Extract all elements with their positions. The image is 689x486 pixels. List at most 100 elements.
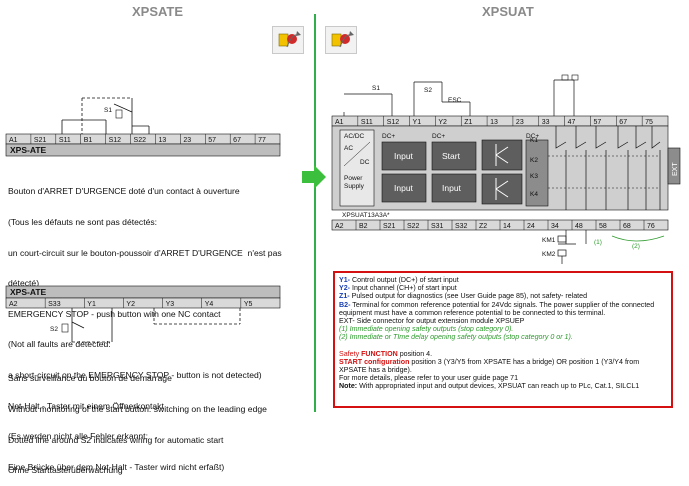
block-label: Input [442, 183, 462, 193]
terminal-label: 57 [593, 119, 601, 126]
terminal-label: A2 [335, 223, 344, 230]
info-text: Terminal for common reference potential … [350, 300, 655, 309]
info-key: FUNCTION [361, 349, 398, 358]
desc-line: Not-Halt - Taster mit einem Öffnerkontak… [8, 400, 164, 411]
emergency-stop-icon [278, 31, 301, 48]
info-key: Y2- [339, 284, 351, 293]
terminal-label: S22 [407, 223, 420, 230]
terminal-label: Y2 [438, 119, 447, 126]
terminal-label: 13 [158, 137, 166, 144]
info-text: Pulsed output for diagnostics (see User … [349, 292, 588, 301]
info-key: B2- [339, 300, 351, 309]
terminal-label: 58 [599, 223, 607, 230]
help-icon[interactable] [272, 26, 304, 54]
terminal-label: S22 [134, 137, 147, 144]
terminal-label: 76 [647, 223, 655, 230]
terminal-label: A1 [335, 119, 344, 126]
terminal-label: 77 [258, 137, 266, 144]
info-key: Note: [339, 382, 358, 391]
info-text: position 3 (Y3/Y5 from XPSATE has a brid… [409, 357, 640, 366]
terminal-label: S12 [387, 119, 400, 126]
desc-line: EMERGENCY STOP - push button with one NC… [8, 308, 221, 319]
info-text: Input channel (CH+) of start input [350, 284, 457, 293]
terminal-label: B1 [84, 137, 93, 144]
desc-line: (Tous les défauts ne sont pas détectés: [8, 217, 158, 228]
group-label: (1) [594, 239, 602, 246]
terminal-label: Y5 [244, 301, 253, 308]
power-label: DC [360, 159, 370, 166]
block-label: Input [394, 183, 414, 193]
terminal-label: 23 [516, 119, 524, 126]
module-label: XPS-ATE [10, 145, 47, 155]
arrow-right-icon [302, 165, 326, 189]
ext-label: EXT [672, 162, 679, 176]
terminal-label: 57 [208, 137, 216, 144]
terminal-label: 34 [551, 223, 559, 230]
terminal-label: Z1 [464, 119, 472, 126]
terminal-label: S11 [59, 137, 71, 144]
terminal-label: S12 [109, 137, 122, 144]
terminal-label: A2 [9, 301, 18, 308]
desc-line: Dotted line around S2 indicates wiring f… [8, 434, 224, 445]
terminal-label: 23 [183, 137, 191, 144]
info-text: Safety [339, 349, 362, 358]
emergency-stop-icon [331, 31, 354, 48]
terminal-label: 47 [568, 119, 576, 126]
terminal-label: S21 [34, 137, 47, 144]
terminal-label: Y3 [166, 301, 175, 308]
wire-label: KM1 [542, 237, 556, 244]
terminal-label: Y4 [205, 301, 214, 308]
xps-ate-diagram-top: S1 A1 S21 S11 B1 S12 S22 13 23 57 67 77 XPS-ATE [5, 97, 281, 157]
switch-label: S1 [104, 107, 112, 114]
relay-label: K1 [530, 137, 538, 144]
desc-line: Sans surveillance du bouton de démarrage [8, 373, 172, 384]
info-text: With appropriated input and output devic… [357, 382, 640, 391]
section-divider [314, 14, 316, 412]
terminal-label: 67 [233, 137, 241, 144]
info-text: For more details, please refer to your u… [339, 374, 519, 383]
terminal-label: Y1 [413, 119, 422, 126]
module-label: XPS-ATE [10, 287, 47, 297]
power-label: AC [344, 145, 353, 152]
terminal-label: S32 [455, 223, 468, 230]
info-text: EXT- Side connector for output extension… [339, 317, 525, 326]
relay-label: K4 [530, 191, 538, 198]
terminal-label: B2 [359, 223, 368, 230]
terminal-label: 68 [623, 223, 631, 230]
info-text: position 4. [397, 349, 433, 358]
terminal-label: Z2 [479, 223, 487, 230]
info-group-note: (2) Immediate or TIme delay opening safe… [339, 333, 573, 342]
terminal-label: 75 [645, 119, 653, 126]
terminal-label: 33 [542, 119, 550, 126]
right-title: XPSUAT [482, 4, 534, 19]
terminal-label: A1 [9, 137, 18, 144]
block-label: Input [394, 151, 414, 161]
wire-label: S2 [424, 87, 432, 94]
terminal-label: 14 [503, 223, 511, 230]
switch-label: S2 [50, 326, 58, 333]
help-icon[interactable] [325, 26, 357, 54]
group-label: (2) [632, 243, 640, 250]
terminal-label: S33 [48, 301, 61, 308]
info-box: Y1- Control output (DC+) of start input … [333, 271, 673, 408]
desc-line: un court-circuit sur le bouton-poussoir … [8, 247, 282, 258]
info-text: Control output (DC+) of start input [350, 276, 459, 284]
left-title: XPSATE [132, 4, 184, 19]
wire-label: ESC [448, 97, 462, 104]
info-text: XPSATE has a bridge). [339, 366, 412, 375]
terminal-label: 67 [619, 119, 627, 126]
dc-label: DC+ [382, 133, 395, 140]
info-group-note: (1) Immediate opening safety outputs (st… [339, 325, 514, 334]
terminal-label: 48 [575, 223, 583, 230]
info-key: START configuration [339, 357, 410, 366]
terminal-row: A1 S21 S11 B1 S12 S22 13 23 57 67 77 [9, 134, 266, 144]
dc-label: DC+ [526, 133, 539, 140]
info-key: Z1- [339, 292, 350, 301]
terminal-label: Y2 [126, 301, 135, 308]
terminal-label: 13 [490, 119, 498, 126]
wire-label: S1 [372, 85, 380, 92]
desc-line: détecté) [8, 278, 40, 289]
